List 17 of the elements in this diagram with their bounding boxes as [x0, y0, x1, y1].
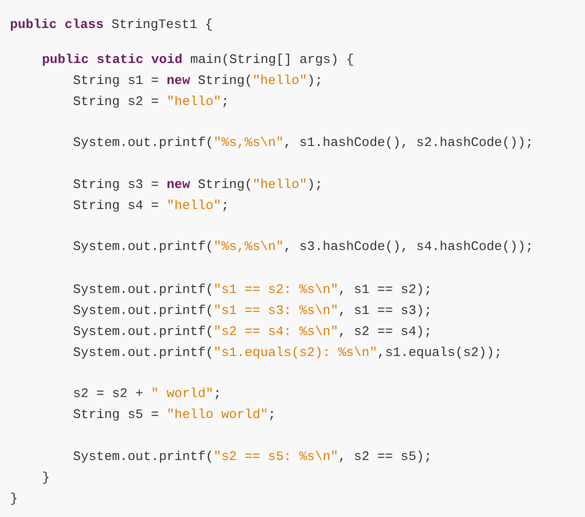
code-line: String s1 = new String("hello"); — [73, 72, 323, 90]
code-line: System.out.printf("s1 == s2: %s\n", s1 == s2); — [73, 281, 432, 299]
code-line: System.out.printf("%s,%s\n", s3.hashCode(), s4.hashCode()); — [73, 238, 534, 256]
code-line: System.out.printf("s1 == s3: %s\n", s1 == s3); — [73, 302, 432, 320]
code-line: String s2 = "hello"; — [73, 93, 230, 111]
code-line: System.out.printf("s2 == s4: %s\n", s2 == s4); — [73, 323, 432, 341]
code-line: System.out.printf("%s,%s\n", s1.hashCode(), s2.hashCode()); — [73, 134, 534, 152]
code-line: public static void main(String[] args) { — [42, 51, 354, 69]
code-line: } — [10, 490, 18, 508]
code-line: System.out.printf("s2 == s5: %s\n", s2 == s5); — [73, 448, 432, 466]
code-line: String s3 = new String("hello"); — [73, 176, 323, 194]
code-line: String s4 = "hello"; — [73, 197, 230, 215]
code-line: String s5 = "hello world"; — [73, 406, 276, 424]
code-line: s2 = s2 + " world"; — [73, 385, 222, 403]
code-line: public class StringTest1 { — [10, 16, 213, 34]
code-line: } — [42, 469, 50, 487]
code-line: System.out.printf("s1.equals(s2): %s\n",s1.equals(s2)); — [73, 344, 502, 362]
